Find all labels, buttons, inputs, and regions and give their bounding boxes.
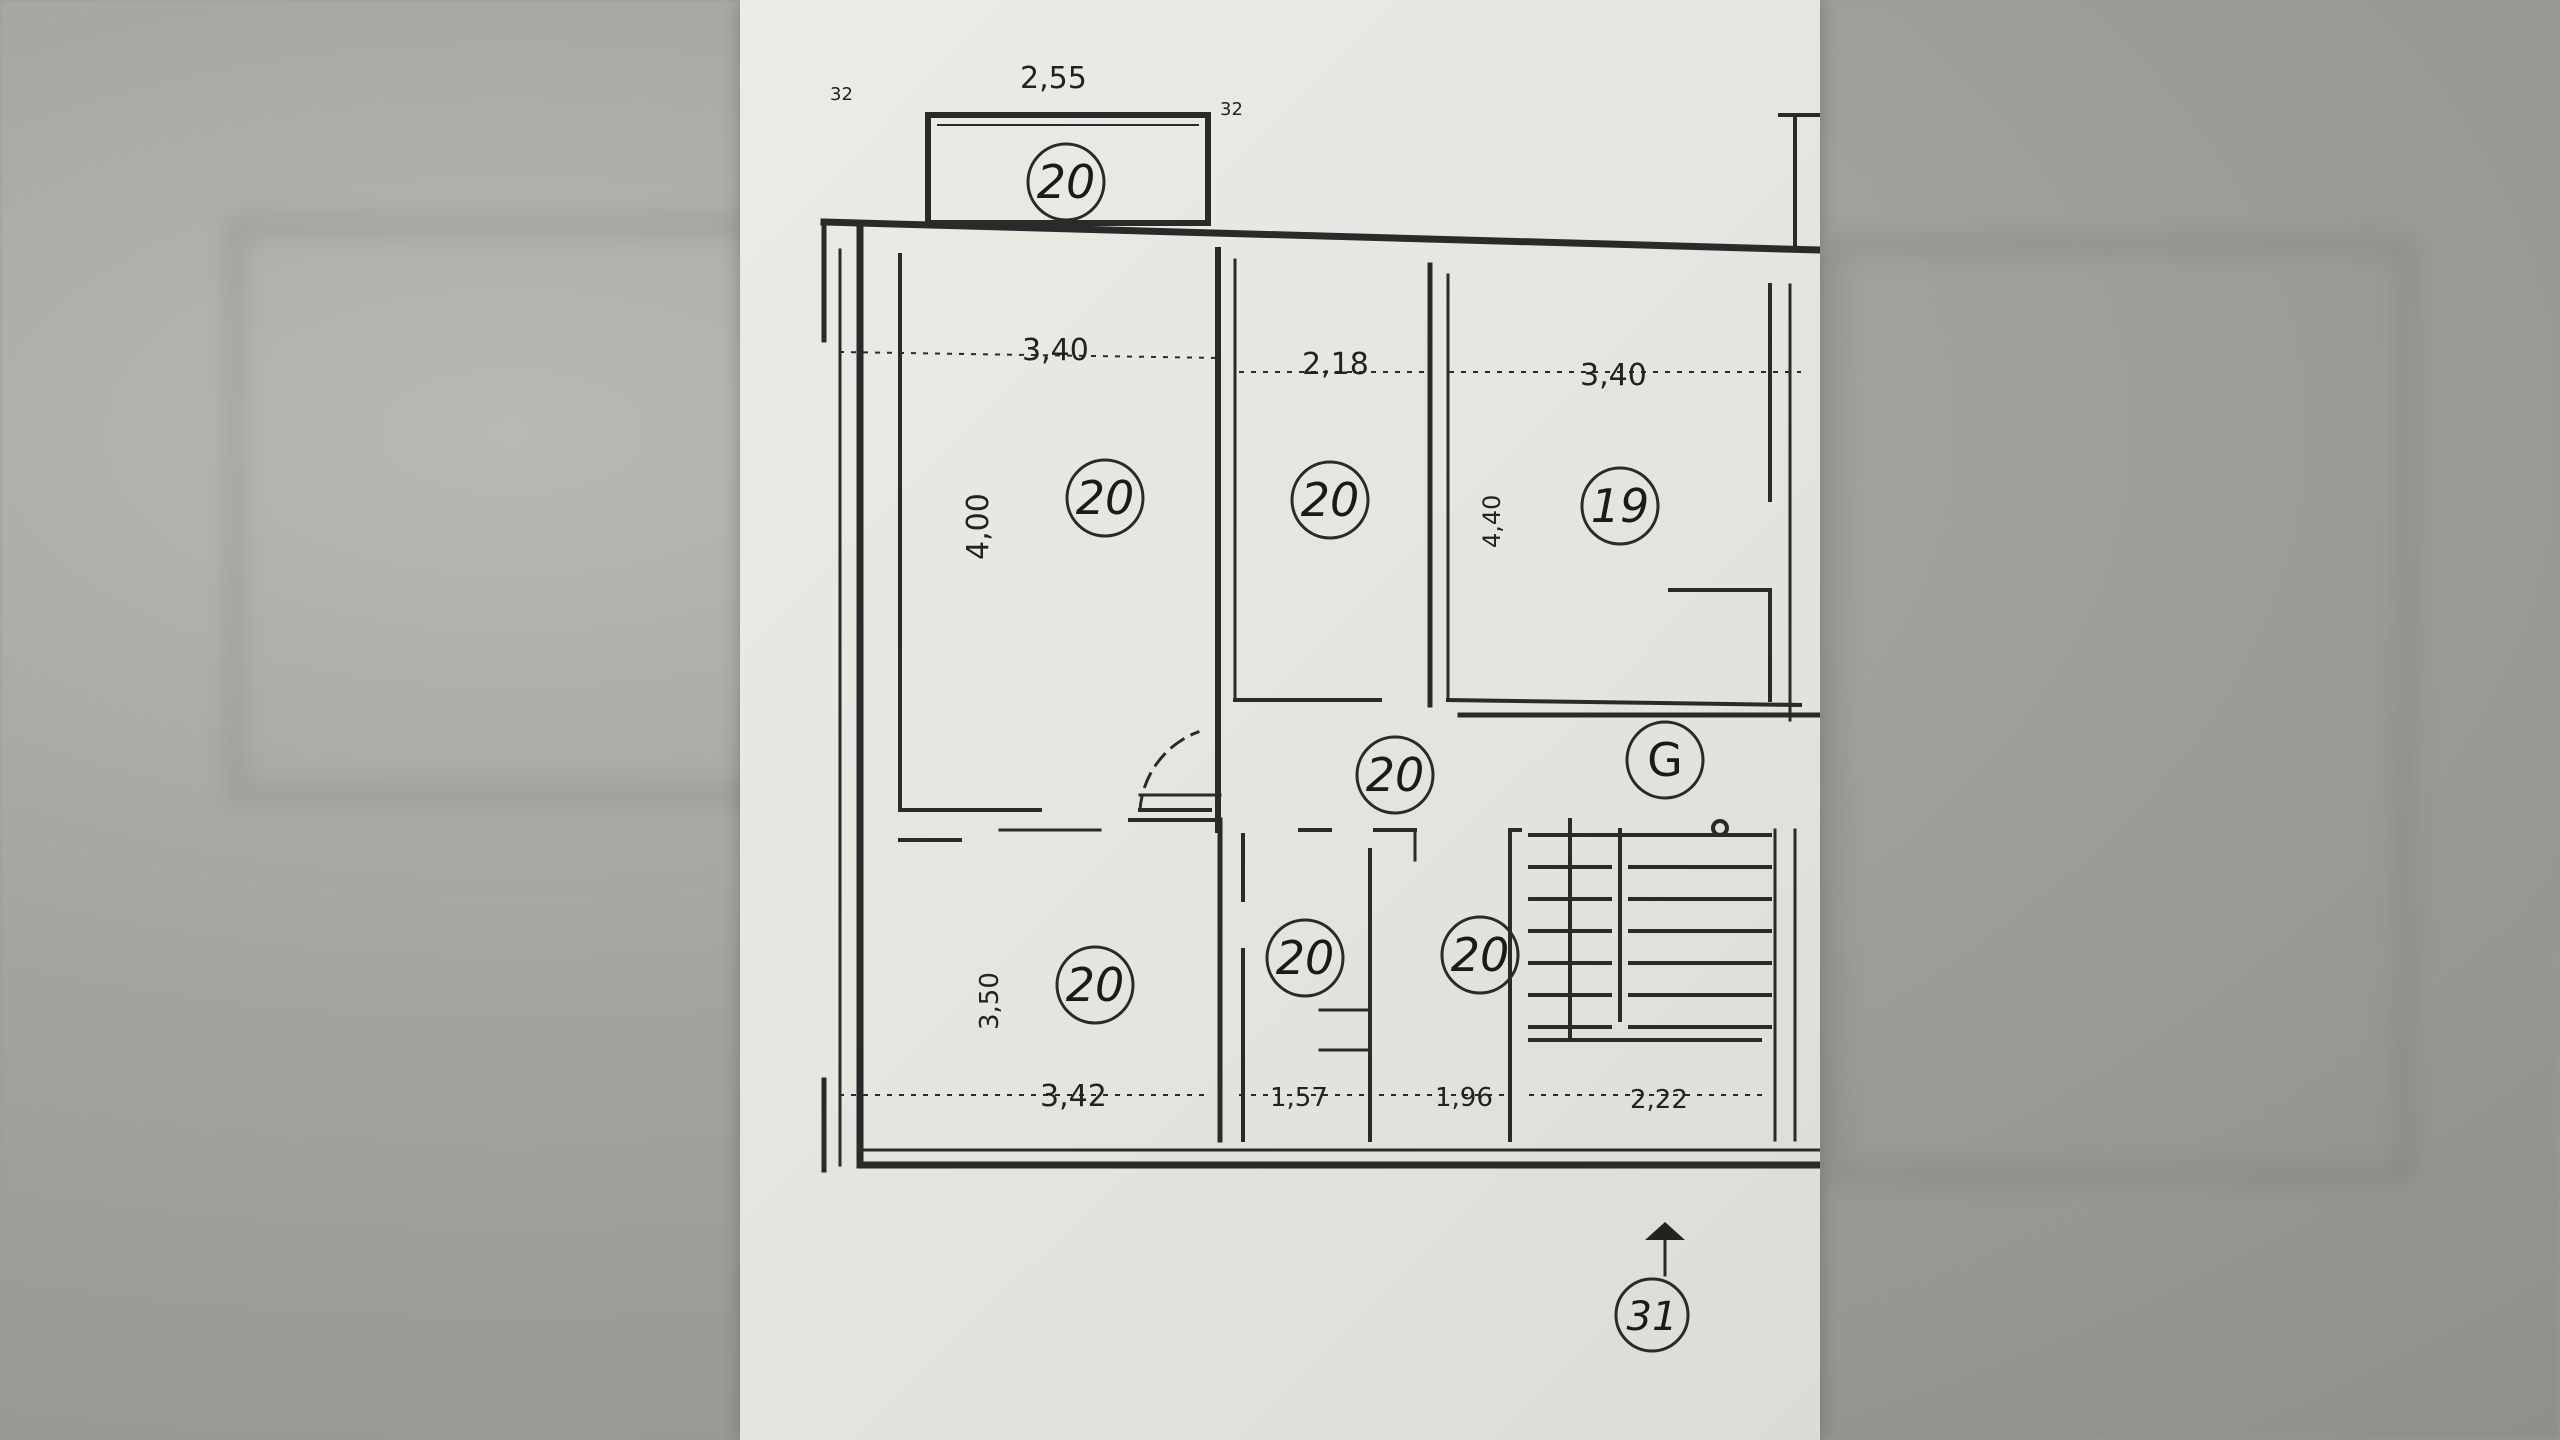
dim-small-right: 32 [1220, 99, 1243, 120]
room-number-room3: 19 [1591, 479, 1650, 533]
circle-balcony [1026, 142, 1106, 222]
room-number-entry: 31 [1627, 1294, 1678, 1340]
dim-room3-width: 3,40 [1580, 358, 1647, 393]
dim-small-left: 32 [830, 84, 853, 105]
room-number-stair: G [1647, 733, 1683, 787]
circle-room5 [1265, 918, 1345, 998]
room-number-room5: 20 [1276, 931, 1335, 985]
room-number-balcony: 20 [1037, 155, 1096, 209]
interior-walls [898, 247, 1820, 1143]
circle-room4 [1055, 945, 1135, 1025]
room-number-room6: 20 [1451, 928, 1510, 982]
circle-room6 [1440, 915, 1520, 995]
dim-room3-depth: 4,40 [1478, 495, 1506, 548]
dim-room6-width: 1,96 [1435, 1083, 1493, 1113]
room-number-hall: 20 [1366, 748, 1425, 802]
dim-room1-depth: 4,00 [961, 493, 996, 560]
outer-walls [820, 113, 1820, 1173]
dim-room4-width: 3,42 [1040, 1079, 1107, 1114]
dim-stair-width: 2,22 [1630, 1085, 1688, 1115]
room-number-room1: 20 [1076, 471, 1135, 525]
door-swings [1138, 730, 1222, 812]
circle-stair-g [1625, 720, 1705, 800]
circle-room3 [1580, 466, 1660, 546]
entry-arrow [1645, 1222, 1685, 1277]
floor-plan-paper: 2,55 32 32 3,40 2,18 3,40 4,00 4,40 3,50… [740, 0, 1820, 1440]
dim-room4-depth: 3,50 [975, 972, 1005, 1030]
dim-room1-width: 3,40 [1022, 333, 1089, 368]
circle-room2 [1290, 460, 1370, 540]
room-number-room4: 20 [1066, 958, 1125, 1012]
dimension-lines [838, 350, 1801, 1096]
dim-balcony-width: 2,55 [1020, 61, 1087, 96]
floor-plan-drawing: 2,55 32 32 3,40 2,18 3,40 4,00 4,40 3,50… [820, 61, 1820, 1353]
circle-entry [1614, 1277, 1690, 1353]
circle-room1 [1065, 458, 1145, 538]
circle-hall [1355, 735, 1435, 815]
dim-room2-width: 2,18 [1302, 347, 1369, 382]
room-number-room2: 20 [1301, 473, 1360, 527]
dim-room5-width: 1,57 [1270, 1083, 1328, 1113]
balcony [925, 112, 1211, 226]
staircase [1528, 818, 1772, 1042]
